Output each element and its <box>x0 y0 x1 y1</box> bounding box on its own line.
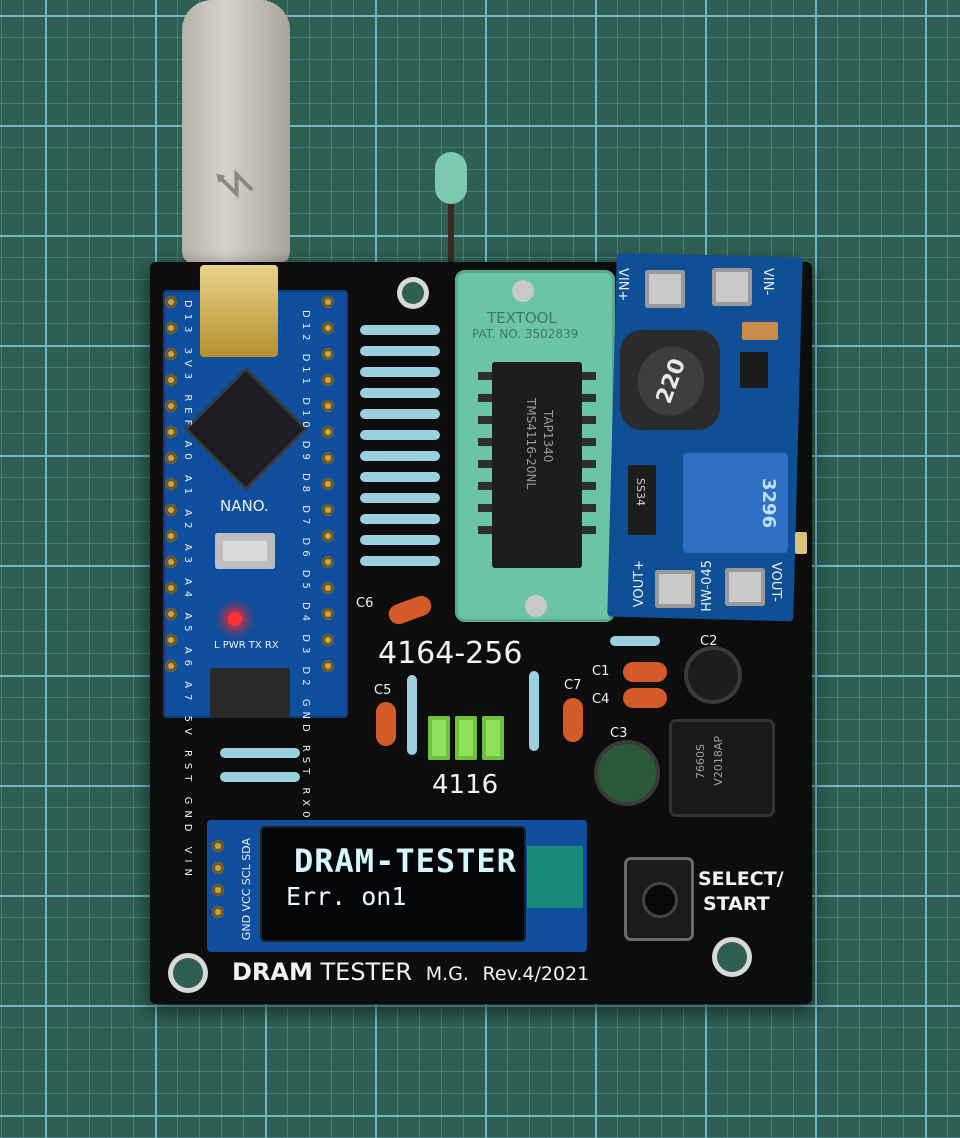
oled-status-text: Err. on1 <box>286 882 407 911</box>
diode-marking: SS34 <box>634 478 647 506</box>
mounting-hole-right <box>717 942 747 972</box>
brand-revision: Rev.4/2021 <box>482 963 590 985</box>
c5-label: C5 <box>374 683 392 698</box>
brand-tester: TESTER <box>320 958 413 986</box>
resistor-vertical-left <box>407 675 417 755</box>
vout-minus-pad <box>725 568 765 606</box>
voltage-converter-ic <box>672 722 772 814</box>
vin-minus-pad <box>712 268 752 306</box>
diode <box>628 465 656 535</box>
jumper-2[interactable] <box>455 716 477 760</box>
mounting-hole-top <box>402 282 424 304</box>
zif-screw-top <box>512 280 534 302</box>
c2-label: C2 <box>700 634 718 649</box>
boost-model-label: HW-045 <box>700 560 715 612</box>
vout-minus-label: VOUT- <box>768 562 783 602</box>
power-led <box>228 612 242 626</box>
oled-title-text: DRAM-TESTER <box>294 842 517 880</box>
electrolytic-capacitor-c2 <box>688 650 738 700</box>
c1-label: C1 <box>592 664 610 679</box>
capacitor-c1 <box>623 662 667 682</box>
vout-plus-label: VOUT+ <box>632 560 647 608</box>
capacitor-c7 <box>563 698 583 742</box>
chip-size-label-bottom: 4116 <box>432 770 499 800</box>
probe-wire <box>448 155 454 275</box>
brand-author: M.G. <box>425 963 469 985</box>
chip-marking-2: TAP1340 <box>541 410 555 463</box>
zif-patent: PAT. NO. 3502839 <box>472 327 579 341</box>
oled-pin-labels: GND VCC SCL SDA <box>240 838 253 941</box>
chip-marking-1: TMS4116-20NL <box>524 398 538 490</box>
pot-marking: 3296 <box>758 478 779 529</box>
jumper-3[interactable] <box>482 716 504 760</box>
capacitor-c5 <box>376 702 396 746</box>
vout-plus-pad <box>655 570 695 608</box>
select-label-line2: START <box>703 893 770 915</box>
oled-ribbon <box>527 846 583 908</box>
arduino-nano-module <box>163 290 348 718</box>
resistor-array <box>360 325 440 566</box>
nano-left-pin-labels: D13 3V3 REF A0 A1 A2 A3 A4 A5 A6 A7 5V R… <box>182 300 193 882</box>
usb-icon: ⭍ <box>210 167 257 201</box>
ic8-marking-2: 7660S <box>694 744 707 779</box>
vin-plus-label: VIN+ <box>615 268 630 302</box>
reset-button[interactable] <box>215 533 275 569</box>
zif-left-contacts <box>478 372 492 534</box>
nano-led-labels: L PWR TX RX <box>214 640 279 651</box>
electrolytic-capacitor-c3 <box>598 744 656 802</box>
chip-size-label-top: 4164-256 <box>378 636 523 671</box>
select-start-button-cap[interactable] <box>645 885 675 915</box>
resistor-bottom-1 <box>220 748 300 758</box>
c7-label: C7 <box>564 678 582 693</box>
capacitor-c4 <box>623 688 667 708</box>
probe-knob <box>435 152 467 204</box>
jumper-1[interactable] <box>428 716 450 760</box>
mini-usb-connector <box>200 265 278 357</box>
nano-right-pins <box>322 296 334 672</box>
pot-screw[interactable] <box>795 532 807 554</box>
resistor-top-right <box>610 636 660 646</box>
c3-label: C3 <box>610 726 628 741</box>
c4-label: C4 <box>592 692 610 707</box>
zif-brand: TEXTOOL <box>487 309 557 327</box>
boost-ic <box>740 352 768 388</box>
icsp-header <box>210 668 290 718</box>
resistor-vertical-right <box>529 671 539 751</box>
oled-screen <box>262 828 524 940</box>
brand-line: DRAM TESTER M.G. Rev.4/2021 <box>232 958 589 986</box>
nano-left-pins <box>165 296 177 672</box>
usb-cable <box>182 0 290 265</box>
zif-screw-bottom <box>525 595 547 617</box>
mounting-hole-left <box>173 958 203 988</box>
nano-label: NANO. <box>220 497 269 515</box>
brand-dram: DRAM <box>232 958 313 986</box>
boost-smd-cap <box>742 322 778 340</box>
vin-minus-label: VIN- <box>760 268 775 296</box>
ic8-marking-1: V2018AP <box>712 736 725 786</box>
oled-pins <box>212 840 224 918</box>
resistor-bottom-2 <box>220 772 300 782</box>
nano-right-pin-labels: D12 D11 D10 D9 D8 D7 D6 D5 D4 D3 D2 GND … <box>300 310 311 866</box>
dram-chip <box>492 362 582 568</box>
trim-potentiometer[interactable] <box>683 453 788 553</box>
vin-plus-pad <box>645 270 685 308</box>
select-label-line1: SELECT/ <box>698 868 784 890</box>
c6-label: C6 <box>356 596 374 611</box>
zif-right-contacts <box>582 372 596 534</box>
